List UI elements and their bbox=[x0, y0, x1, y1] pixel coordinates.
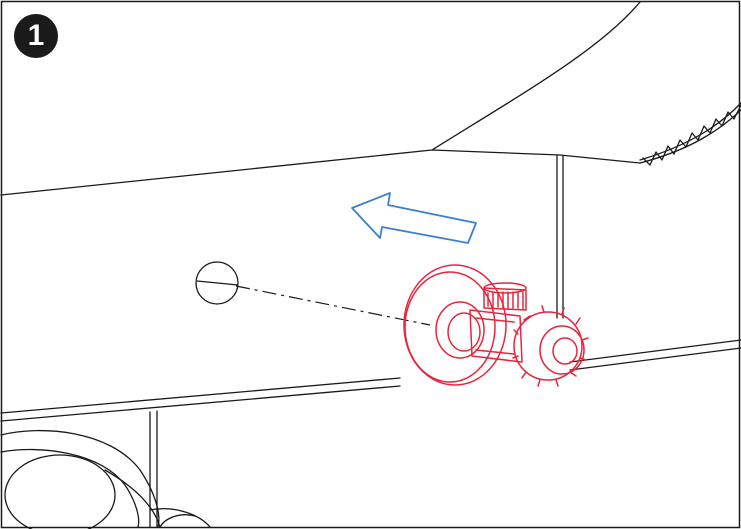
wall-hole-icon bbox=[195, 261, 239, 305]
alignment-line bbox=[235, 285, 431, 326]
step-number-badge: 1 bbox=[14, 14, 58, 58]
direction-arrow-icon bbox=[351, 192, 477, 244]
angle-valve-icon bbox=[403, 264, 589, 387]
